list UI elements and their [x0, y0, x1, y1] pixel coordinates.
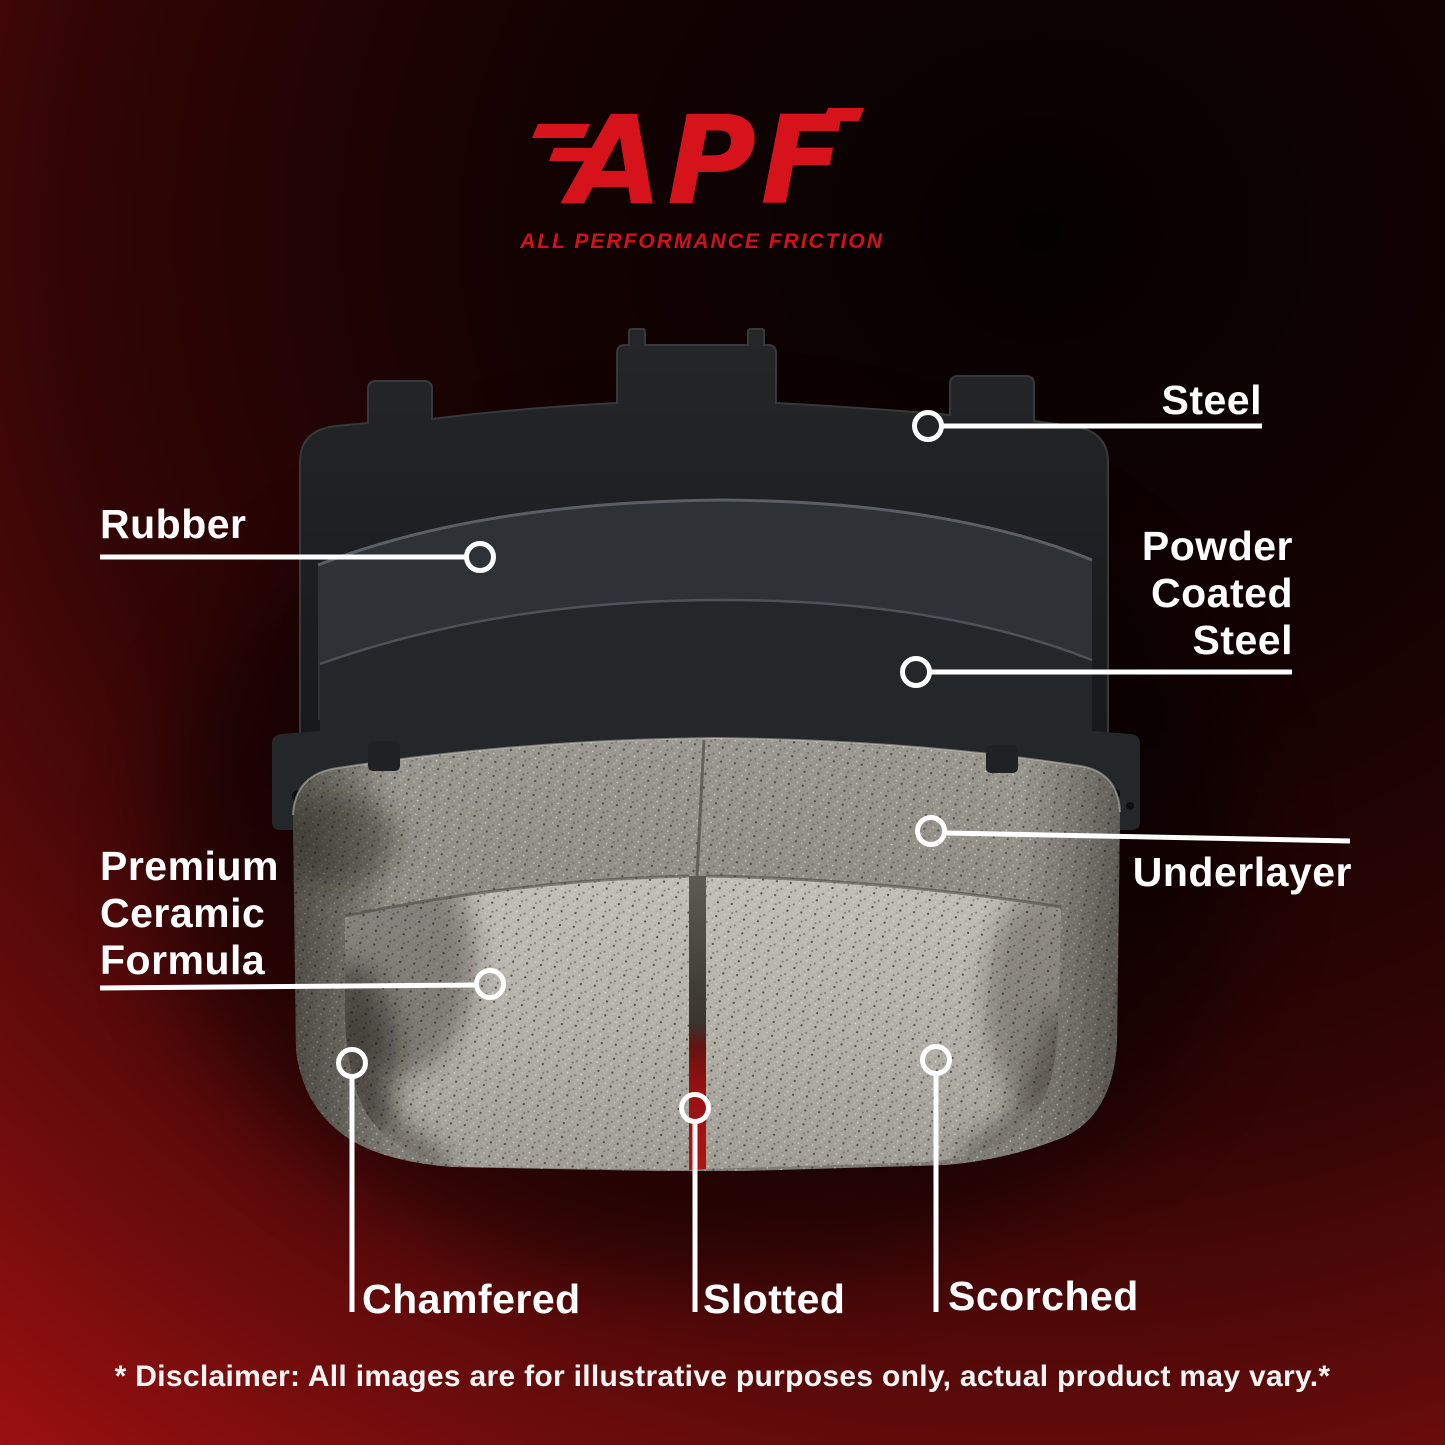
- pad-face-seam: [344, 874, 1062, 918]
- underlayer-label: Underlayer: [1132, 849, 1352, 895]
- right-chamfer-shading: [959, 1011, 1061, 1169]
- apf-logo-mark: APF: [532, 90, 864, 232]
- disclaimer-text: * Disclaimer: All images are for illustr…: [114, 1360, 1331, 1393]
- premium-ceramic-callout-dot: [474, 968, 506, 1000]
- brand-tagline: ALL PERFORMANCE FRICTION: [520, 230, 884, 253]
- rubber-shim-edge-highlight: [317, 498, 1093, 567]
- powder-plate-edge-highlight: [319, 598, 1093, 666]
- steel-callout-dot: [912, 410, 944, 442]
- underlayer-callout-dot: [915, 815, 947, 847]
- top-face-scorch-smudge: [293, 795, 400, 885]
- slotted-label: Slotted: [703, 1276, 846, 1322]
- slotted-callout-dot: [679, 1092, 711, 1124]
- speed-lines-icon: [532, 108, 864, 161]
- rubber-callout-dot: [464, 541, 496, 573]
- ceramic-pad-right-face: [706, 876, 1061, 1169]
- abutment-clip-right: [986, 745, 1018, 773]
- scorched-callout-dot: [920, 1044, 952, 1076]
- ceramic-top-edge-highlight: [292, 736, 1121, 816]
- premium-ceramic-callout-line: [99, 982, 476, 991]
- rubber-label: Rubber: [100, 501, 247, 547]
- powder-coated-steel-callout-dot: [900, 656, 932, 688]
- chamfered-callout-dot: [336, 1047, 368, 1079]
- abutment-clip-left: [368, 741, 400, 771]
- chamfered-label: Chamfered: [362, 1276, 581, 1322]
- powder-coated-steel-label: Powder Coated Steel: [1141, 523, 1293, 664]
- top-face-center-seam: [695, 739, 706, 877]
- callouts: [99, 410, 1351, 1312]
- steel-label: Steel: [1161, 377, 1262, 423]
- ceramic-pad: [292, 736, 1121, 1171]
- premium-ceramic-formula-label: Premium Ceramic Formula: [100, 843, 279, 984]
- scorched-label: Scorched: [948, 1273, 1139, 1319]
- mounting-hole-right-small: [1126, 802, 1134, 810]
- underlayer-callout-line: [945, 830, 1351, 844]
- brand-wordmark: APF: [560, 90, 847, 232]
